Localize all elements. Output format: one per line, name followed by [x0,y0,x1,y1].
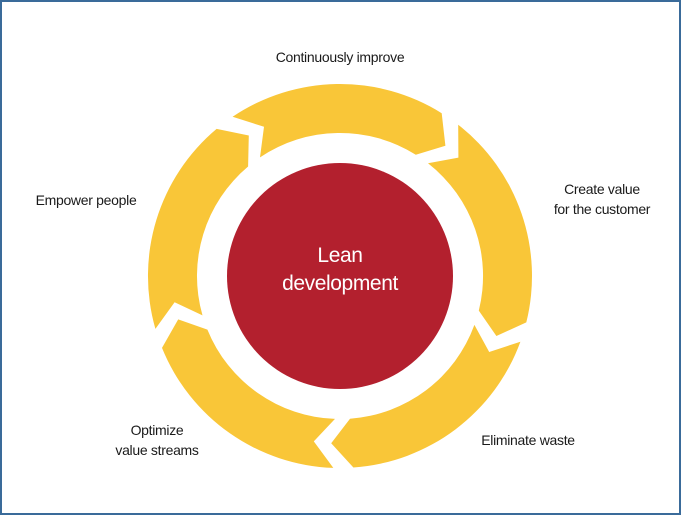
label-line: for the customer [553,201,651,217]
label-line: value streams [115,442,199,458]
label-line: Empower people [35,192,137,208]
label-optimize-value-streams: Optimize value streams [115,420,199,460]
label-line: Eliminate waste [481,432,575,448]
arrow-segment-optimize-value-streams [162,319,335,468]
arrow-segment-create-value [428,124,532,336]
center-label-line2: development [282,272,398,295]
label-empower-people: Empower people [36,190,137,210]
label-eliminate-waste: Eliminate waste [481,430,575,450]
label-line: Create value [564,181,640,197]
label-continuously-improve: Continuously improve [276,47,405,67]
label-create-value: Create value for the customer [553,179,651,219]
center-circle [227,163,453,389]
arrow-segment-continuously-improve [232,84,446,158]
label-line: Optimize [130,422,184,438]
center-label: Lean development [282,242,398,298]
arrow-segment-eliminate-waste [331,324,521,468]
label-line: Continuously improve [275,49,405,65]
center-label-line1: Lean [317,244,363,267]
arrow-ring [147,84,532,468]
arrow-segment-empower-people [147,128,249,329]
